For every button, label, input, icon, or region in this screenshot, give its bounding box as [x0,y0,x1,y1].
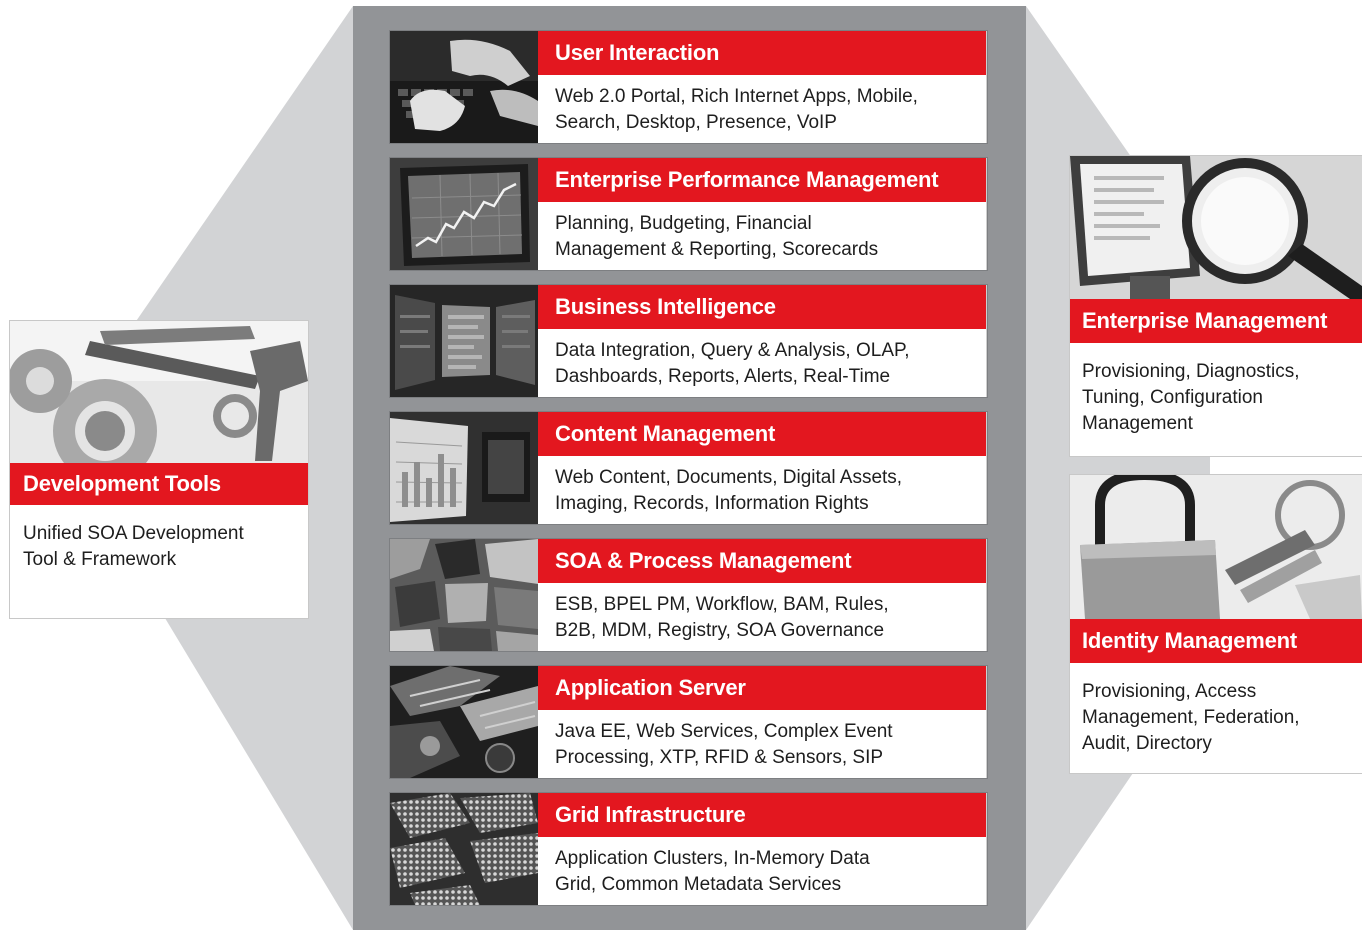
stack-card-application-server: Application Server Java EE, Web Services… [390,666,987,778]
stack-card-title: Content Management [538,412,986,456]
stack-card-description: Web 2.0 Portal, Rich Internet Apps, Mobi… [555,86,918,133]
gears-and-tools-image [10,321,308,463]
stack-card-content-management: Content Management Web Content, Document… [390,412,987,524]
stack-card-description: Java EE, Web Services, Complex Event Pro… [555,721,893,768]
stack-card-title: Enterprise Performance Management [538,158,986,202]
padlock-and-keys-image [1070,475,1362,619]
side-card-description: Provisioning, Access Management, Federat… [1082,681,1300,754]
stack-card-description: Data Integration, Query & Analysis, OLAP… [555,340,910,387]
side-card-development-tools: Development Tools Unified SOA Developmen… [9,320,309,619]
stack-card-description: ESB, BPEL PM, Workflow, BAM, Rules, B2B,… [555,594,889,641]
process-collage-image [390,539,538,651]
data-screens-image [390,285,538,397]
stack-card-title: User Interaction [538,31,986,75]
stack-card-business-intelligence: Business Intelligence Data Integration, … [390,285,987,397]
documents-screen-image [390,412,538,524]
stack-card-title: Application Server [538,666,986,710]
side-card-enterprise-management: Enterprise Management Provisioning, Diag… [1069,155,1362,457]
stack-card-grid-infrastructure: Grid Infrastructure Application Clusters… [390,793,987,905]
stack-card-enterprise-performance-management: Enterprise Performance Management Planni… [390,158,987,270]
stack-card-soa-process-management: SOA & Process Management ESB, BPEL PM, W… [390,539,987,651]
side-card-title: Identity Management [1070,619,1362,663]
side-card-title: Enterprise Management [1070,299,1362,343]
stock-chart-monitor-image [390,158,538,270]
side-card-description: Unified SOA Development Tool & Framework [23,523,244,570]
grid-chips-image [390,793,538,905]
server-machinery-image [390,666,538,778]
stack-card-description: Application Clusters, In-Memory Data Gri… [555,848,870,895]
stack-card-user-interaction: User Interaction Web 2.0 Portal, Rich In… [390,31,987,143]
stack-card-title: Grid Infrastructure [538,793,986,837]
stack-card-title: SOA & Process Management [538,539,986,583]
side-card-title: Development Tools [10,463,308,505]
stack-card-description: Planning, Budgeting, Financial Managemen… [555,213,879,260]
magnifier-monitor-image [1070,156,1362,299]
side-card-identity-management: Identity Management Provisioning, Access… [1069,474,1362,774]
stack-card-title: Business Intelligence [538,285,986,329]
side-card-description: Provisioning, Diagnostics, Tuning, Confi… [1082,361,1300,434]
stack-card-description: Web Content, Documents, Digital Assets, … [555,467,903,514]
hands-on-keyboard-image [390,31,538,143]
